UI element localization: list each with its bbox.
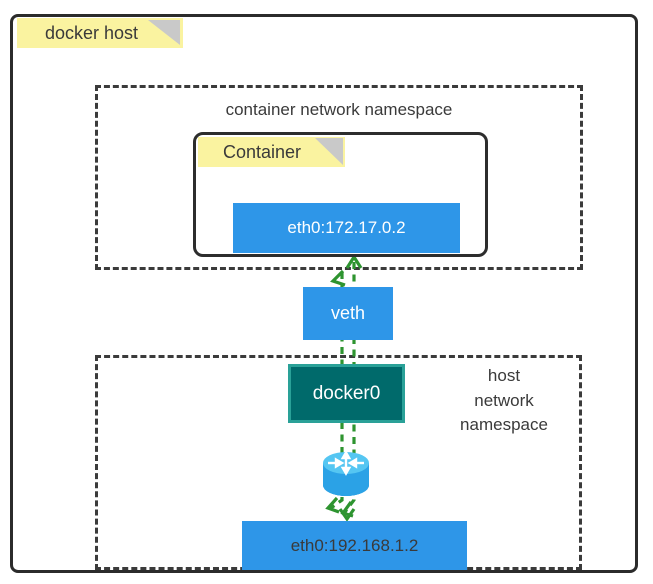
host-network-namespace-title-line3: namespace xyxy=(460,415,548,435)
veth-node: veth xyxy=(303,287,393,340)
host-network-namespace-title: host network namespace xyxy=(439,364,569,438)
host-network-namespace-title-line1: host xyxy=(487,366,521,385)
container-network-namespace-box: container network namespace xyxy=(95,85,583,270)
container-label-text: Container xyxy=(223,142,302,162)
docker-host-label-text: docker host xyxy=(45,23,139,43)
docker-host-label: docker host xyxy=(17,18,183,48)
container-eth0-node: eth0:172.17.0.2 xyxy=(233,203,460,253)
container-network-namespace-title: container network namespace xyxy=(225,100,453,119)
container-label: Container xyxy=(198,137,345,167)
docker0-bridge-node: docker0 xyxy=(288,364,405,423)
host-network-namespace-title-line2: network xyxy=(474,390,534,410)
host-eth0-node: eth0:192.168.1.2 xyxy=(242,521,467,570)
router-icon xyxy=(323,450,369,496)
